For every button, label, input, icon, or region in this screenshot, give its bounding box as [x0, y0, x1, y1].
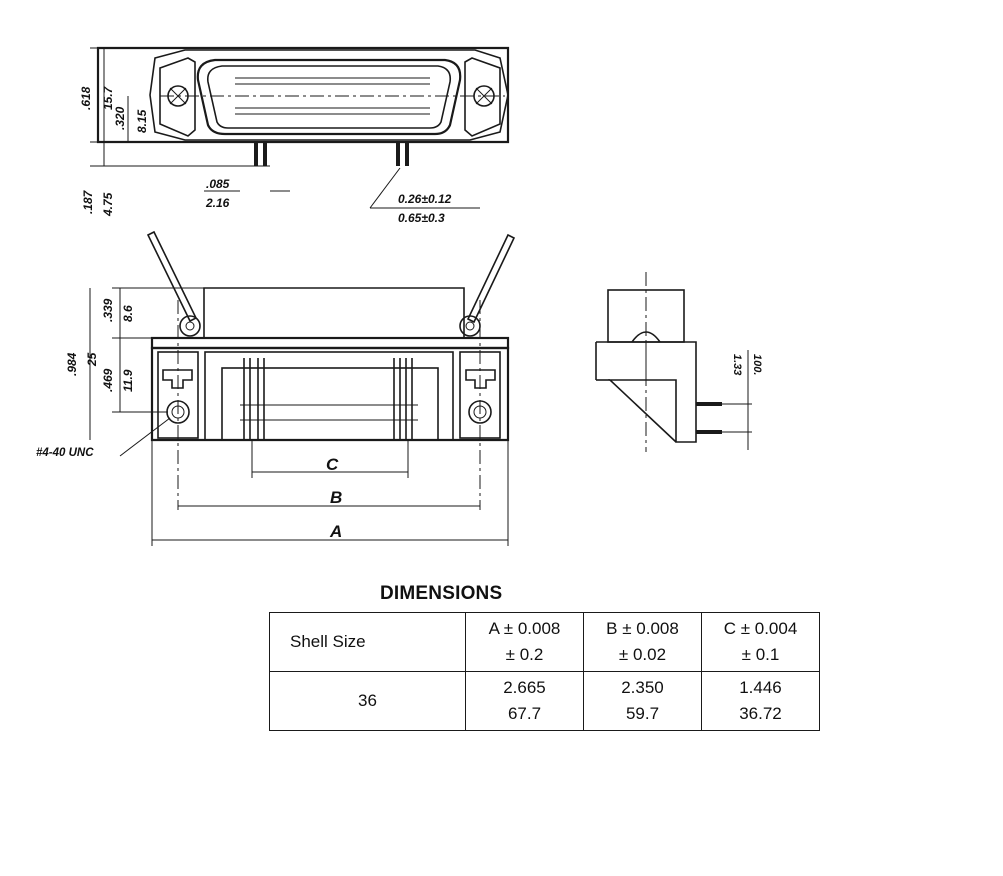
- dim-8-6: 8.6: [121, 305, 135, 322]
- thread-label: #4-40 UNC: [36, 447, 94, 459]
- side-dim-a: 1.33: [731, 354, 743, 375]
- dim-25: 25: [85, 352, 99, 367]
- right-screw-icon: [473, 85, 495, 107]
- top-pin: [396, 142, 400, 166]
- dim-pin-mm: 0.65±0.3: [398, 211, 445, 225]
- dimensions-table: Shell Size A ± 0.008 ± 0.2 B ± 0.008 ± 0…: [269, 612, 820, 731]
- table-header-row: Shell Size A ± 0.008 ± 0.2 B ± 0.008 ± 0…: [269, 612, 820, 672]
- cell-a: 2.665 67.7: [465, 671, 584, 731]
- front-view: .339 8.6 .984 25 .469 11.9 #4-40 UNC C B…: [36, 230, 516, 546]
- side-latch: [631, 331, 661, 343]
- left-latch: [159, 57, 196, 137]
- label-c: C: [326, 455, 339, 474]
- header-c: C ± 0.004 ± 0.1: [701, 612, 820, 672]
- label-a: A: [329, 522, 342, 541]
- right-lever: [466, 233, 516, 324]
- dim-pin-in: 0.26±0.12: [398, 192, 452, 206]
- cell-b: 2.350 59.7: [583, 671, 702, 731]
- side-view: 1.33 100.: [595, 272, 763, 452]
- left-lever: [146, 230, 198, 323]
- dim-984: .984: [65, 352, 79, 376]
- top-view-flange: [149, 49, 509, 141]
- dim-11-9: 11.9: [121, 369, 135, 392]
- dim-4-75: 4.75: [101, 192, 115, 217]
- header-b: B ± 0.008 ± 0.02: [583, 612, 702, 672]
- front-upper-body: [203, 287, 465, 339]
- cell-shell: 36: [269, 671, 466, 731]
- right-lever-pivot: [459, 315, 481, 337]
- top-pin: [263, 142, 267, 166]
- left-lever-pivot: [179, 315, 201, 337]
- top-pin: [254, 142, 258, 166]
- top-view-d-inner: [206, 65, 452, 129]
- dim-469: .469: [101, 368, 115, 392]
- dim-085: .085: [206, 177, 230, 191]
- header-a: A ± 0.008 ± 0.2: [465, 612, 584, 672]
- dim-15-7: 15.7: [101, 85, 115, 110]
- front-flange: [150, 336, 510, 350]
- left-screw-icon: [167, 85, 189, 107]
- dim-320: .320: [113, 106, 127, 130]
- side-dim-b: 100.: [751, 354, 763, 375]
- side-pin: [696, 430, 722, 434]
- side-lower-body: [596, 341, 697, 443]
- dim-187: .187: [81, 189, 95, 214]
- top-view-outline: [96, 46, 510, 144]
- cell-c: 1.446 36.72: [701, 671, 820, 731]
- top-pin: [405, 142, 409, 166]
- dimensions-title: DIMENSIONS: [380, 583, 503, 604]
- top-view: .618 15.7 .320 8.15 .187 4.75 .085 2.16 …: [79, 46, 510, 225]
- dim-2-16: 2.16: [205, 196, 230, 210]
- right-latch: [464, 57, 501, 137]
- dim-339: .339: [101, 298, 115, 322]
- dim-8-15: 8.15: [135, 109, 149, 133]
- table-row: 36 2.665 67.7 2.350 59.7 1.446 36.72: [269, 671, 820, 731]
- header-shell-size: Shell Size: [269, 612, 466, 672]
- dim-618: .618: [79, 86, 93, 110]
- top-view-d-shell: [196, 58, 462, 136]
- label-b: B: [330, 488, 342, 507]
- side-pin: [696, 402, 722, 406]
